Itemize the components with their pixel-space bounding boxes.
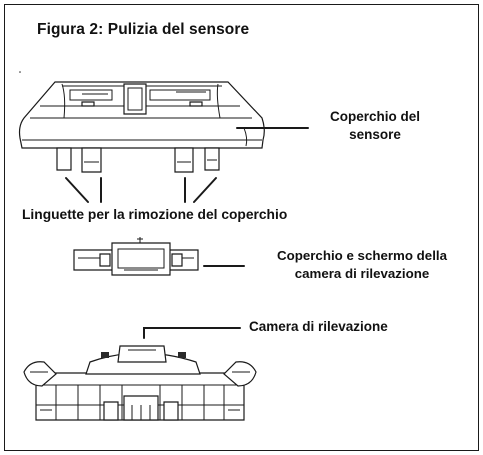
sensor-cover-drawing xyxy=(18,81,265,173)
sensor-cover-label-line2: sensore xyxy=(349,127,401,142)
cover-removal-tabs-label: Linguette per la rimozione del coperchio xyxy=(22,207,288,222)
sensor-cover-label-line1: Coperchio del xyxy=(329,109,420,124)
chamber-cover-screen-label-line1: Coperchio e schermo della xyxy=(277,248,447,263)
chamber-cover-screen-label-line2: camera di rilevazione xyxy=(294,266,430,281)
figure-frame xyxy=(4,4,479,451)
sensing-chamber-label: Camera di rilevazione xyxy=(249,319,388,334)
speck-mark xyxy=(19,71,21,73)
sensor-cover-label: Coperchio del sensore xyxy=(300,108,450,144)
tab-pointer-lines xyxy=(65,177,217,203)
sensing-chamber-leader xyxy=(143,327,241,339)
chamber-cover-screen-label: Coperchio e schermo della camera di rile… xyxy=(262,247,462,283)
sensing-chamber-drawing xyxy=(23,345,257,421)
figure-title: Figura 2: Pulizia del sensore xyxy=(37,21,250,38)
chamber-cover-screen-drawing xyxy=(73,237,199,276)
